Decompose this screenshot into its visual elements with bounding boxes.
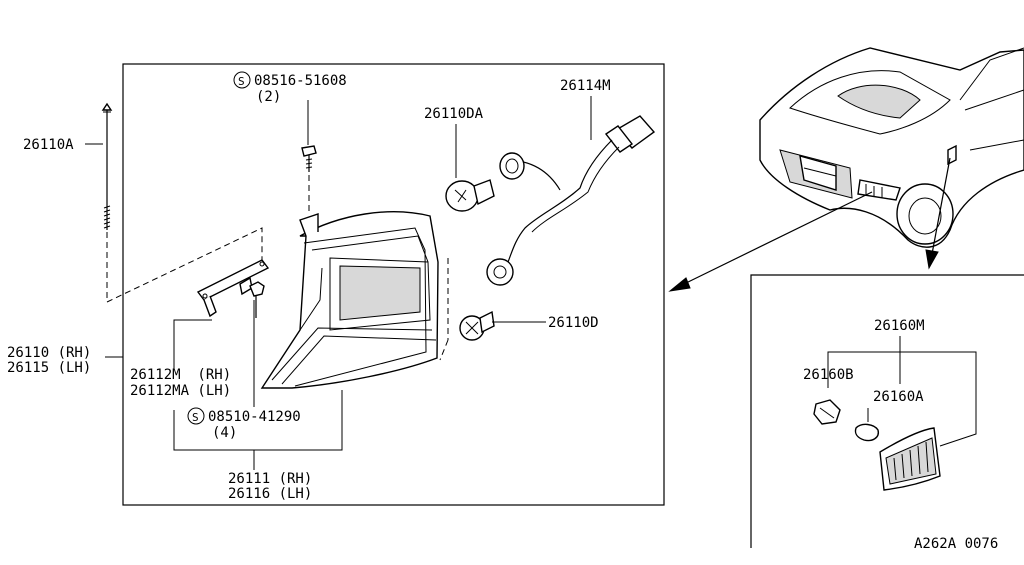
- label-bracket-rh: 26112M (RH): [130, 367, 231, 383]
- s-mark-1-letter: S: [238, 75, 245, 88]
- label-assy-rh: 26111 (RH): [228, 471, 312, 487]
- inset-frame: [750, 274, 1024, 548]
- bolt-26110a: [101, 102, 113, 300]
- rear-combination-lamp: [260, 211, 449, 389]
- label-assy-lh: 26116 (LH): [228, 486, 312, 502]
- arrow-to-side-marker: [925, 157, 951, 270]
- harness-part: [486, 115, 656, 286]
- mount-plane-lines: [106, 227, 263, 303]
- side-assy-bracket: [827, 351, 977, 447]
- label-side-socket: 26160B: [803, 367, 854, 383]
- bulb-stop-part: [445, 179, 495, 212]
- s-mark-2-letter: S: [192, 411, 199, 424]
- label-nut-code: 08510-41290: [208, 409, 301, 425]
- s-mark-2: [187, 407, 205, 425]
- label-bracket-lh: 26112MA (LH): [130, 383, 231, 399]
- arrow-to-lamp: [668, 191, 873, 292]
- assy-bracket-line: [173, 390, 343, 451]
- label-lamp-lh: 26115 (LH): [7, 360, 91, 376]
- bulb-turn-part: [459, 310, 495, 341]
- label-bolt: 26110A: [23, 137, 74, 153]
- label-harness: 26114M: [560, 78, 611, 94]
- vehicle-illustration: [759, 47, 1024, 248]
- s-mark-1: [233, 71, 251, 89]
- main-frame: [122, 63, 665, 506]
- side-bulb-part: [854, 423, 879, 442]
- label-lamp-rh: 26110 (RH): [7, 345, 91, 361]
- label-nut-qty: (4): [212, 425, 237, 441]
- bracket-26112m: [196, 259, 270, 318]
- label-bulb-turn: 26110D: [548, 315, 599, 331]
- label-bulb-stop: 26110DA: [424, 106, 484, 122]
- label-side-bulb: 26160A: [873, 389, 924, 405]
- side-socket-part: [813, 399, 841, 425]
- screw-part: [301, 145, 317, 212]
- diagram-id: A262A 0076: [914, 536, 998, 552]
- label-screw-qty: (2): [256, 89, 281, 105]
- label-screw-code: 08516-51608: [254, 73, 347, 89]
- label-side-assy: 26160M: [874, 318, 925, 334]
- nut-part: [249, 281, 265, 318]
- leader-bracket: [173, 319, 212, 370]
- side-marker-lens: [879, 427, 941, 491]
